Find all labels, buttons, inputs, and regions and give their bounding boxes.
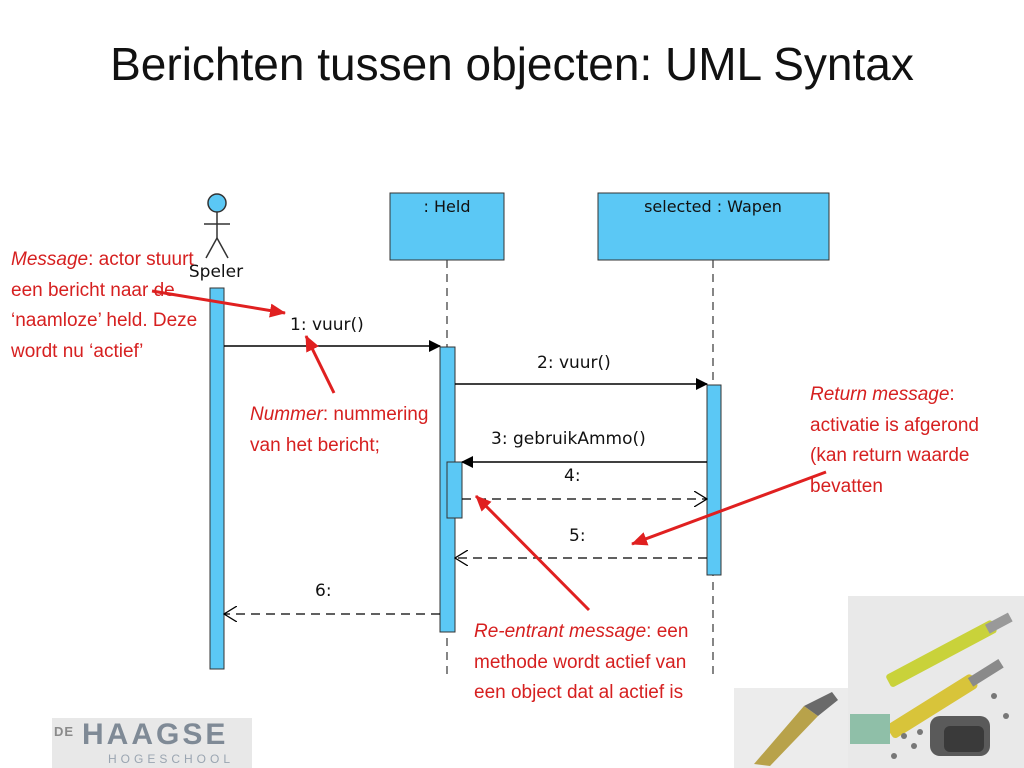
tools-photo-icon [734, 596, 1024, 768]
message-6: 6: [224, 581, 440, 614]
annotation-arrow-message [151, 289, 286, 318]
actor-label: Speler [189, 262, 243, 282]
activation-speler [209, 287, 225, 670]
message-4: 4: [462, 466, 707, 499]
object-held: : Held [389, 192, 505, 261]
message-5: 5: [455, 526, 707, 558]
logo-haagse-hogeschool: DE HAAGSE HOGESCHOOL [52, 718, 252, 768]
logo-name: HAAGSE [82, 718, 229, 751]
annotation-return: Return message: activatie is afgerond (k… [810, 380, 1000, 502]
annotation-arrow-reentrant [474, 494, 591, 612]
slide-title: Berichten tussen objecten: UML Syntax [110, 38, 914, 90]
message-label: 1: vuur() [290, 315, 364, 335]
object-label: selected : Wapen [644, 197, 782, 216]
message-1: 1: vuur() [224, 315, 441, 352]
annotation-text: : actor stuurt een bericht naar de ‘naam… [11, 249, 198, 362]
message-label: 4: [564, 466, 581, 486]
message-2: 2: vuur() [455, 353, 708, 390]
annotation-text: : een methode wordt actief van een objec… [474, 621, 689, 703]
annotation-text: : nummering van het bericht; [250, 404, 429, 456]
message-label: 5: [569, 526, 586, 546]
actor-speler: Speler [189, 193, 243, 282]
annotation-term: Return message [810, 384, 950, 405]
annotation-reentrant: Re-entrant message: een methode wordt ac… [474, 617, 704, 709]
activation-wapen [706, 384, 722, 576]
annotation-nummer: Nummer: nummering van het bericht; [250, 400, 430, 461]
activation-held-reentrant [446, 461, 463, 519]
annotation-arrow-nummer [304, 335, 336, 394]
logo-prefix: DE [54, 724, 75, 739]
object-label: : Held [424, 197, 471, 216]
annotation-term: Nummer [250, 404, 323, 425]
message-label: 2: vuur() [537, 353, 611, 373]
logo-sub: HOGESCHOOL [108, 752, 235, 766]
message-3: 3: gebruikAmmo() [461, 429, 707, 468]
stick-figure-icon [204, 193, 230, 259]
annotation-message: Message: actor stuurt een bericht naar d… [11, 245, 201, 367]
message-label: 6: [315, 581, 332, 601]
object-wapen: selected : Wapen [597, 192, 830, 261]
annotation-term: Re-entrant message [474, 621, 647, 642]
message-label: 3: gebruikAmmo() [491, 429, 646, 449]
annotation-text: : activatie is afgerond (kan return waar… [810, 384, 979, 497]
annotation-term: Message [11, 249, 89, 270]
annotation-arrow-return [631, 470, 827, 546]
